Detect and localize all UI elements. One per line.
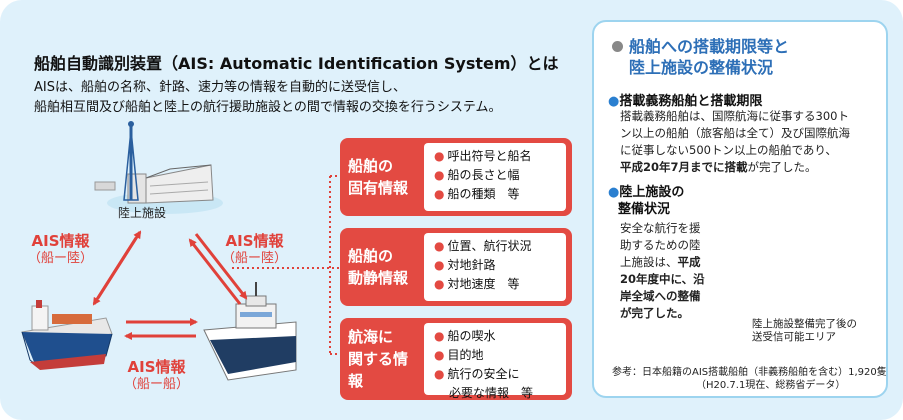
dotted-connector bbox=[232, 175, 340, 355]
card-voyage-title: 航海に関する情報 bbox=[348, 328, 409, 390]
ais-label-ship-land-left: AIS情報 （船ー陸） bbox=[28, 232, 94, 266]
info-card-static: 船舶の固有情報 ●呼出符号と船名 ●船の長さと幅 ●船の種類 等 bbox=[340, 138, 572, 216]
intro-line-1: AISは、船舶の名称、針路、速力等の情報を自動的に送受信し、 bbox=[34, 80, 406, 95]
list-item: 必要な情報 等 bbox=[449, 386, 534, 400]
bullet-icon bbox=[612, 41, 623, 52]
info-card-dynamic: 船舶の動静情報 ●位置、航行状況 ●対地針路 ●対地速度 等 bbox=[340, 228, 572, 306]
ais-label-ship-land-right: AIS情報 （船ー陸） bbox=[222, 232, 288, 266]
section-body-vessels: 搭載義務船舶は、国際航海に従事する300ト ン以上の船舶（旅客船は全て）及び国際… bbox=[620, 109, 850, 174]
card-static-list: ●呼出符号と船名 ●船の長さと幅 ●船の種類 等 bbox=[424, 143, 566, 211]
card-voyage-list: ●船の喫水 ●目的地 ●航行の安全に 必要な情報 等 bbox=[424, 323, 566, 400]
panel-title: 船舶への搭載期限等と 陸上施設の整備状況 bbox=[612, 36, 789, 78]
list-item: ●航行の安全に bbox=[434, 367, 520, 381]
list-item: ●目的地 bbox=[434, 348, 484, 362]
section-heading-land: ●陸上施設の 整備状況 bbox=[608, 185, 685, 217]
card-dynamic-title: 船舶の動静情報 bbox=[348, 247, 409, 287]
reference-note: 参考：日本船籍のAIS搭載船舶（非義務船舶を含む）1,920隻 （H20.7.1… bbox=[612, 367, 887, 391]
list-item: ●船の種類 等 bbox=[434, 187, 520, 201]
card-static-title: 船舶の固有情報 bbox=[348, 157, 409, 197]
card-dynamic-list: ●位置、航行状況 ●対地針路 ●対地速度 等 bbox=[424, 233, 566, 301]
ais-label-ship-ship: AIS情報 （船ー船） bbox=[124, 358, 190, 392]
page-title: 船舶自動識別装置（AIS: Automatic Identification S… bbox=[34, 54, 559, 73]
intro-line-2: 船舶相互間及び船舶と陸上の航行援助施設との間で情報の交換を行うシステム。 bbox=[34, 100, 502, 115]
intro-description: AISは、船舶の名称、針路、速力等の情報を自動的に送受信し、 船舶相互間及び船舶… bbox=[34, 78, 501, 118]
section-heading-vessels: ●搭載義務船舶と搭載期限 bbox=[608, 94, 763, 109]
info-card-voyage: 航海に関する情報 ●船の喫水 ●目的地 ●航行の安全に 必要な情報 等 bbox=[340, 318, 572, 400]
section-body-land: 安全な航行を援 助するための陸 上施設は、平成 20年度中に、沿 岸全域への整備… bbox=[620, 221, 705, 320]
list-item: ●対地針路 bbox=[434, 258, 496, 272]
map-legend: 陸上施設整備完了後の 送受信可能エリア bbox=[752, 318, 857, 343]
ais-arrows bbox=[92, 230, 248, 340]
list-item: ●船の長さと幅 bbox=[434, 168, 520, 182]
ship-left-icon bbox=[21, 300, 113, 370]
land-station-label: 陸上施設 bbox=[118, 206, 167, 220]
land-station-icon bbox=[94, 121, 223, 214]
ship-right-icon bbox=[203, 282, 297, 381]
side-panel: 船舶への搭載期限等と 陸上施設の整備状況 ●搭載義務船舶と搭載期限 搭載義務船舶… bbox=[592, 20, 888, 398]
list-item: ●船の喫水 bbox=[434, 329, 496, 343]
list-item: ●対地速度 等 bbox=[434, 277, 520, 291]
list-item: ●呼出符号と船名 bbox=[434, 149, 532, 163]
list-item: ●位置、航行状況 bbox=[434, 239, 532, 253]
